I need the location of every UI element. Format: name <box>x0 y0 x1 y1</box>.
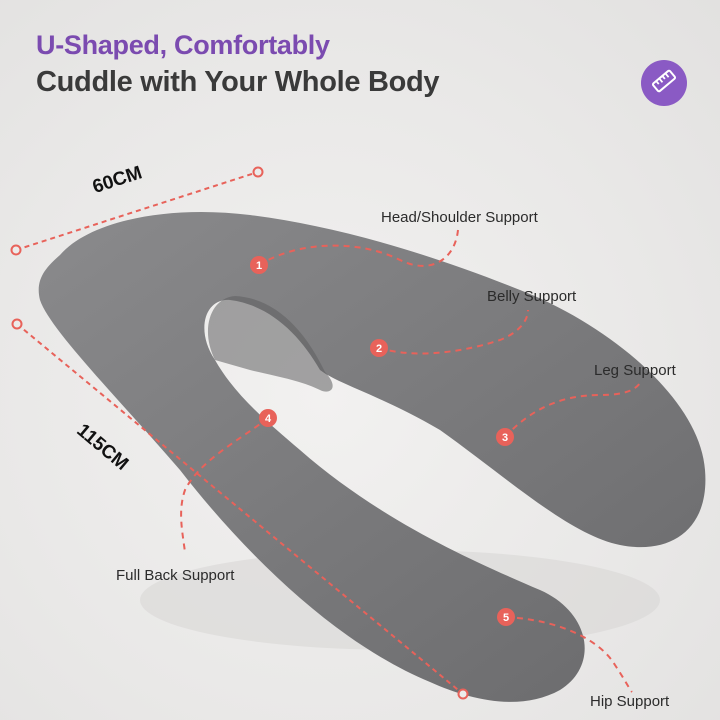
marker-4: 4 <box>259 409 277 427</box>
width-dimension-line <box>10 166 264 256</box>
marker-4-number: 4 <box>265 413 272 425</box>
marker-5: 5 <box>497 608 515 626</box>
label-belly-support: Belly Support <box>487 288 577 305</box>
length-dimension-line <box>11 318 469 700</box>
headline-line-2: Cuddle with Your Whole Body <box>36 66 440 98</box>
label-head-shoulder-support: Head/Shoulder Support <box>381 209 538 226</box>
headline-line-1: U-Shaped, Comfortably <box>36 30 330 60</box>
label-full-back-support: Full Back Support <box>116 567 235 584</box>
ruler-icon <box>651 68 677 99</box>
callout-lines <box>180 229 641 693</box>
callout-line-3 <box>504 382 641 438</box>
label-hip-support: Hip Support <box>590 693 670 710</box>
marker-3: 3 <box>496 428 514 446</box>
marker-2-number: 2 <box>376 343 382 355</box>
marker-1-number: 1 <box>256 260 262 272</box>
callout-line-2 <box>378 309 529 355</box>
ruler-badge <box>641 60 687 106</box>
callout-line-5 <box>505 616 633 693</box>
marker-3-number: 3 <box>502 432 508 444</box>
marker-5-number: 5 <box>503 612 509 624</box>
marker-2: 2 <box>370 339 388 357</box>
label-leg-support: Leg Support <box>594 362 676 379</box>
pillow-inner-rim <box>207 296 333 392</box>
pillow-body <box>38 211 706 702</box>
marker-1: 1 <box>250 256 268 274</box>
